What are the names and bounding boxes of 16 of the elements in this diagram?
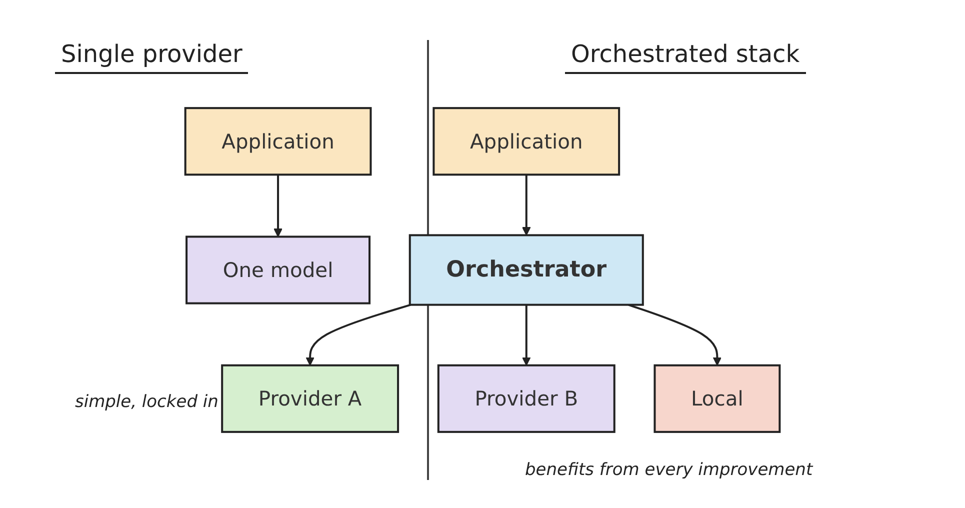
panel-heading: Orchestrated stack xyxy=(565,40,806,74)
arrow xyxy=(306,304,411,366)
node-box: Application xyxy=(184,107,372,176)
node-box: Orchestrator xyxy=(408,234,644,306)
node-box: One model xyxy=(186,236,371,304)
arrow xyxy=(628,304,722,366)
node-box: Provider A xyxy=(221,364,400,433)
caption: benefits from every improvement xyxy=(525,460,813,480)
arrow xyxy=(274,174,282,238)
arrow xyxy=(522,174,531,236)
node-box: Application xyxy=(432,107,620,176)
arrow xyxy=(522,304,531,366)
caption: simple, locked in xyxy=(75,392,218,412)
node-box: Local xyxy=(654,364,781,433)
panel-heading: Single provider xyxy=(55,40,248,74)
node-box: Provider B xyxy=(437,364,616,433)
